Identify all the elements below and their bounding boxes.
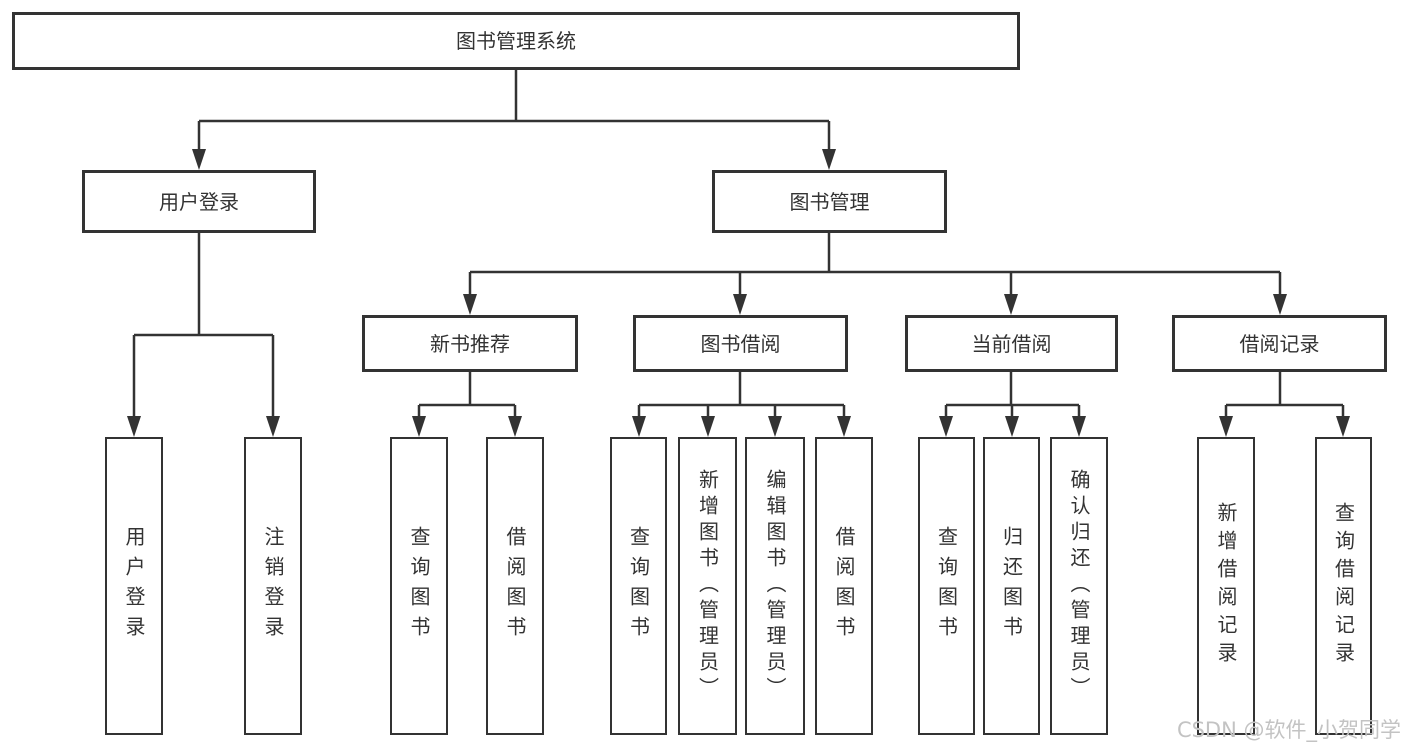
leaf-records-add-record-label: 新增借阅记录 bbox=[1214, 502, 1238, 670]
node-user-login-branch-label: 用户登录 bbox=[159, 189, 239, 214]
leaf-recommend-borrow-books: 借阅图书 bbox=[486, 437, 544, 735]
leaf-borrow-add-books-label: 新增图书（管理员） bbox=[695, 469, 720, 703]
leaf-user-login-label: 用户登录 bbox=[122, 526, 146, 646]
leaf-records-add-record: 新增借阅记录 bbox=[1197, 437, 1255, 735]
node-new-book-recommend-label: 新书推荐 bbox=[430, 331, 510, 356]
leaf-logout: 注销登录 bbox=[244, 437, 302, 735]
leaf-current-confirm-return-label: 确认归还（管理员） bbox=[1067, 469, 1091, 703]
node-system-root: 图书管理系统 bbox=[12, 12, 1020, 70]
node-new-book-recommend: 新书推荐 bbox=[362, 315, 578, 372]
node-borrowing-records-label: 借阅记录 bbox=[1239, 331, 1320, 356]
leaf-recommend-query-books: 查询图书 bbox=[390, 437, 448, 735]
node-book-management-label: 图书管理 bbox=[789, 189, 870, 214]
leaf-recommend-query-books-label: 查询图书 bbox=[407, 526, 431, 646]
leaf-current-confirm-return: 确认归还（管理员） bbox=[1050, 437, 1108, 735]
node-system-root-label: 图书管理系统 bbox=[456, 29, 576, 53]
node-book-management: 图书管理 bbox=[712, 170, 947, 233]
leaf-current-return-books: 归还图书 bbox=[983, 437, 1040, 735]
node-current-borrowing: 当前借阅 bbox=[905, 315, 1118, 372]
connector-elbows bbox=[132, 70, 1345, 418]
leaf-borrow-query-books-label: 查询图书 bbox=[626, 526, 651, 646]
node-book-borrowing: 图书借阅 bbox=[633, 315, 848, 372]
node-user-login-branch: 用户登录 bbox=[82, 170, 316, 233]
leaf-borrow-borrow-books: 借阅图书 bbox=[815, 437, 873, 735]
leaf-current-query-books: 查询图书 bbox=[918, 437, 975, 735]
leaf-user-login: 用户登录 bbox=[105, 437, 163, 735]
node-borrowing-records: 借阅记录 bbox=[1172, 315, 1387, 372]
leaf-borrow-add-books: 新增图书（管理员） bbox=[678, 437, 737, 735]
leaf-records-query-record: 查询借阅记录 bbox=[1315, 437, 1372, 735]
leaf-records-query-record-label: 查询借阅记录 bbox=[1331, 502, 1356, 670]
leaf-borrow-edit-books: 编辑图书（管理员） bbox=[745, 437, 805, 735]
leaf-current-query-books-label: 查询图书 bbox=[934, 526, 959, 646]
leaf-borrow-edit-books-label: 编辑图书（管理员） bbox=[763, 469, 787, 703]
node-book-borrowing-label: 图书借阅 bbox=[700, 331, 781, 356]
leaf-current-return-books-label: 归还图书 bbox=[999, 526, 1024, 646]
leaf-borrow-query-books: 查询图书 bbox=[610, 437, 667, 735]
leaf-logout-label: 注销登录 bbox=[261, 526, 285, 646]
node-current-borrowing-label: 当前借阅 bbox=[971, 331, 1052, 356]
leaf-borrow-borrow-books-label: 借阅图书 bbox=[832, 526, 856, 646]
leaf-recommend-borrow-books-label: 借阅图书 bbox=[503, 526, 527, 646]
csdn-watermark: CSDN @软件_小贺同学 bbox=[1176, 718, 1401, 742]
